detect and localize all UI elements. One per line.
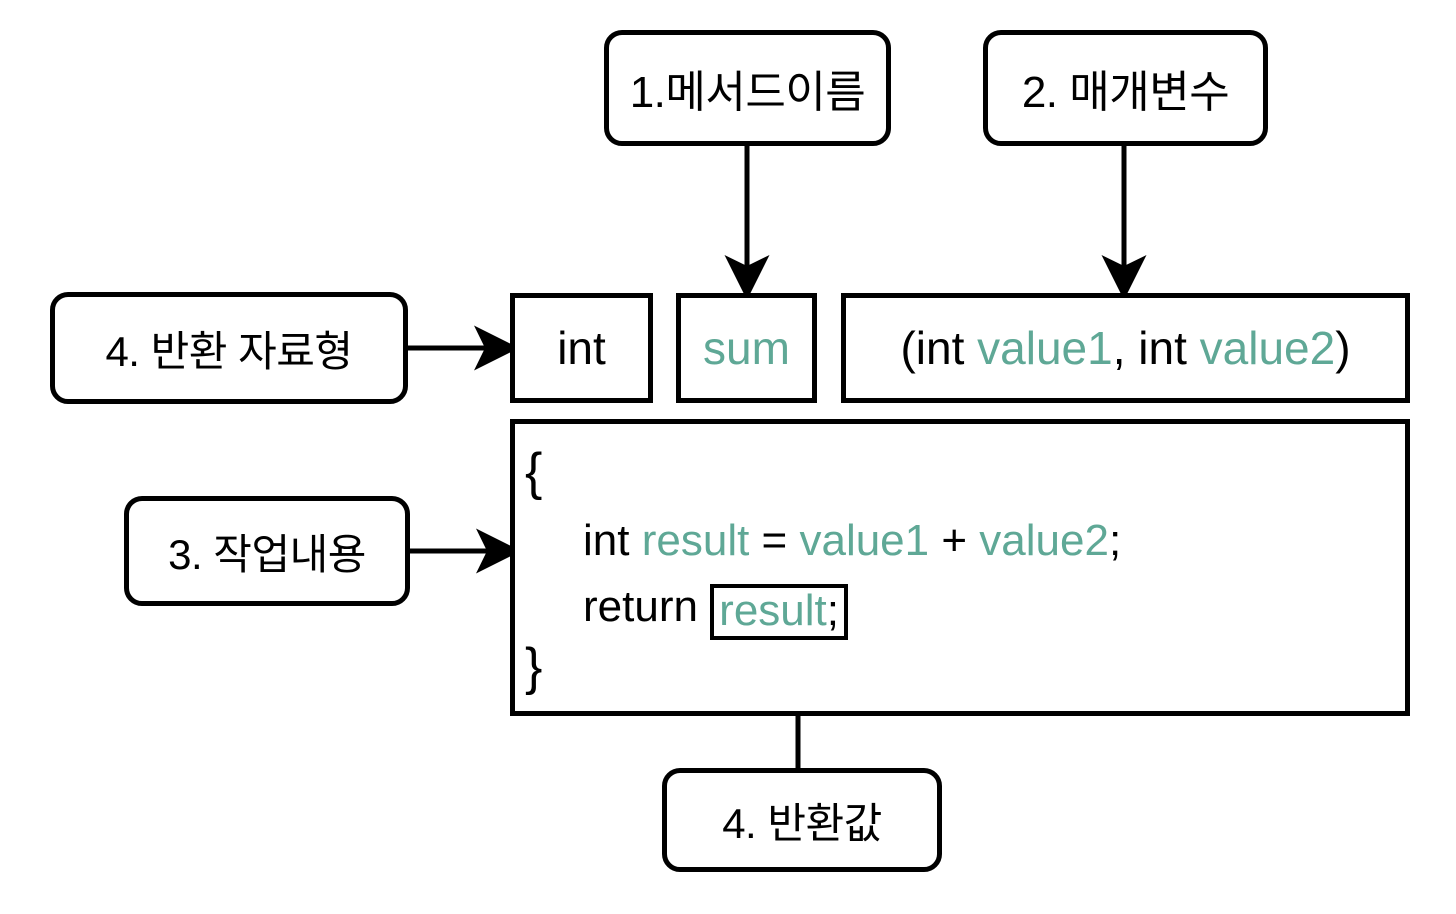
assign-type: int xyxy=(583,516,630,565)
assignment-statement: int result = value1 + value2; xyxy=(583,519,1121,563)
return-statement: return result; xyxy=(583,584,848,640)
signature-parameter-list-text: (int value1, int value2) xyxy=(900,321,1350,375)
callout-parameters[interactable]: 2. 매개변수 xyxy=(983,30,1268,146)
param-separator: , xyxy=(1112,322,1139,374)
return-terminator: ; xyxy=(826,586,839,635)
callout-return-value-label: 4. 반환값 xyxy=(722,799,882,847)
callout-parameters-label: 2. 매개변수 xyxy=(1021,68,1230,117)
param1-name: value1 xyxy=(977,322,1113,374)
assign-operand1: value1 xyxy=(799,516,930,565)
callout-method-name-label: 1.메서드이름 xyxy=(629,68,866,117)
return-keyword: return xyxy=(583,582,711,631)
callout-return-type[interactable]: 4. 반환 자료형 xyxy=(50,292,408,404)
param-open-paren: ( xyxy=(900,322,916,374)
callout-body[interactable]: 3. 작업내용 xyxy=(124,496,410,606)
param-close-paren: ) xyxy=(1335,322,1351,374)
signature-parameter-list-box[interactable]: (int value1, int value2) xyxy=(841,293,1410,403)
assign-plus-operator: + xyxy=(929,516,980,565)
assign-operand2: value2 xyxy=(979,516,1109,565)
assign-variable: result xyxy=(641,516,750,565)
method-body-box[interactable]: { int result = value1 + value2; return r… xyxy=(510,419,1410,716)
callout-body-label: 3. 작업내용 xyxy=(168,530,366,578)
assign-space xyxy=(629,516,641,565)
param1-type: int xyxy=(915,322,965,374)
return-value-text: result xyxy=(719,586,827,635)
assign-terminator: ; xyxy=(1108,516,1122,565)
signature-return-type-text: int xyxy=(557,322,606,374)
assign-operator: = xyxy=(749,516,800,565)
return-value-highlight-box[interactable]: result; xyxy=(710,584,848,640)
signature-method-name-text: sum xyxy=(703,322,790,374)
param2-type: int xyxy=(1138,322,1187,374)
brace-open: { xyxy=(525,443,543,501)
callout-method-name[interactable]: 1.메서드이름 xyxy=(604,30,891,146)
param2-name: value2 xyxy=(1199,322,1336,374)
callout-return-value[interactable]: 4. 반환값 xyxy=(662,768,942,872)
signature-return-type-box[interactable]: int xyxy=(510,293,653,403)
callout-return-type-label: 4. 반환 자료형 xyxy=(105,327,353,375)
brace-close: } xyxy=(525,638,543,696)
signature-method-name-box[interactable]: sum xyxy=(676,293,817,403)
